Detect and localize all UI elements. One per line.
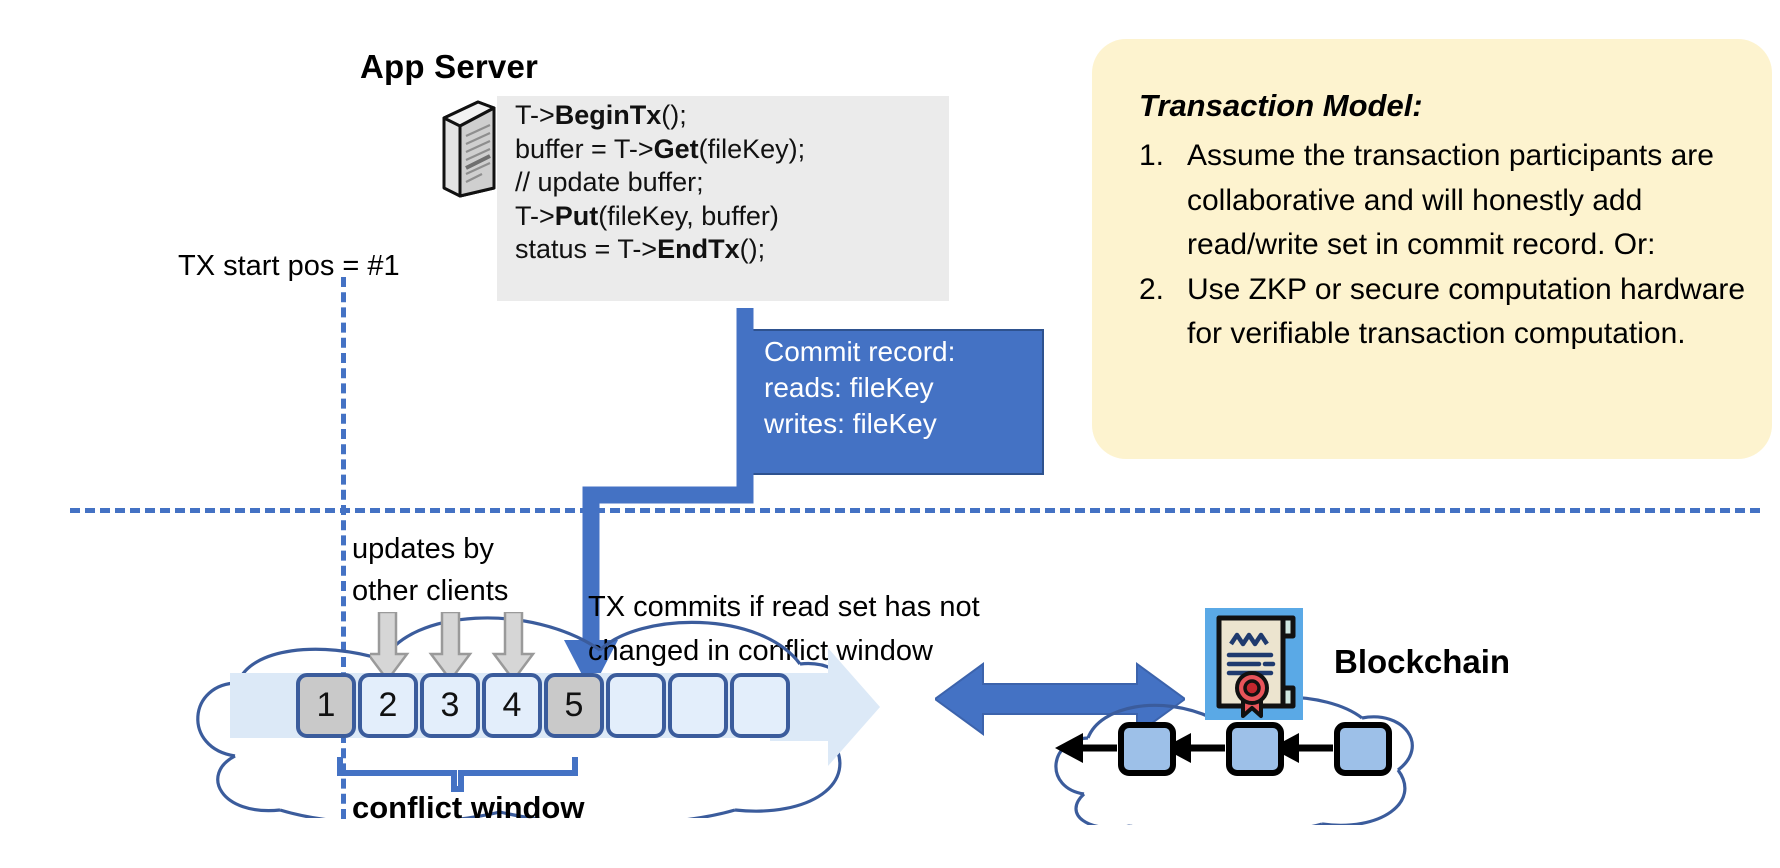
updates-label-line2: other clients bbox=[352, 575, 509, 607]
commit-record-title: Commit record: bbox=[764, 336, 956, 367]
commit-record-reads: reads: fileKey bbox=[764, 372, 934, 403]
log-cell[interactable] bbox=[668, 673, 728, 738]
commit-flow-arrow bbox=[555, 300, 815, 700]
log-cell[interactable] bbox=[606, 673, 666, 738]
log-cell[interactable]: 4 bbox=[482, 673, 542, 738]
log-cell[interactable]: 1 bbox=[296, 673, 356, 738]
commit-record-writes: writes: fileKey bbox=[764, 408, 937, 439]
code-line: T->Put(fileKey, buffer) bbox=[515, 200, 779, 231]
server-icon bbox=[438, 96, 500, 201]
log-cell[interactable] bbox=[730, 673, 790, 738]
transaction-model-list: 1. Assume the transaction participants a… bbox=[1139, 134, 1759, 357]
transaction-model-callout bbox=[1092, 39, 1772, 459]
app-server-title: App Server bbox=[360, 48, 539, 85]
updates-by-other-clients-label: updates by other clients bbox=[352, 528, 508, 612]
code-line: // update buffer; bbox=[515, 167, 704, 197]
log-cells: 1 2 3 4 5 bbox=[296, 673, 816, 739]
list-item: 1. Assume the transaction participants a… bbox=[1139, 134, 1759, 268]
list-item-number: 1. bbox=[1139, 139, 1165, 172]
log-cell[interactable]: 3 bbox=[420, 673, 480, 738]
code-line: status = T->EndTx(); bbox=[515, 234, 766, 264]
code-line: T->BeginTx(); bbox=[515, 100, 687, 130]
log-cell[interactable]: 5 bbox=[544, 673, 604, 738]
code-block: T->BeginTx(); buffer = T->Get(fileKey); … bbox=[515, 99, 955, 267]
commit-condition-line1: TX commits if read set has not bbox=[588, 591, 980, 623]
blockchain-link-arrows bbox=[1055, 728, 1385, 768]
blockchain-block[interactable] bbox=[1226, 722, 1284, 776]
certificate-icon bbox=[1205, 608, 1303, 720]
log-cell[interactable]: 2 bbox=[358, 673, 418, 738]
code-block-background bbox=[497, 96, 949, 301]
blockchain-block[interactable] bbox=[1334, 722, 1392, 776]
list-item-text: Use ZKP or secure computation hardware f… bbox=[1187, 272, 1746, 351]
other-client-update-arrows bbox=[365, 610, 620, 683]
list-item: 2. Use ZKP or secure computation hardwar… bbox=[1139, 268, 1759, 357]
updates-label-line1: updates by bbox=[352, 533, 494, 565]
blockchain-title: Blockchain bbox=[1334, 643, 1511, 680]
conflict-window-label: conflict window bbox=[352, 790, 585, 825]
commit-record-text: Commit record: reads: fileKey writes: fi… bbox=[764, 334, 1044, 442]
list-item-text: Assume the transaction participants are … bbox=[1187, 139, 1714, 261]
log-continues-arrow bbox=[770, 648, 880, 766]
tx-commit-condition-label: TX commits if read set has not changed i… bbox=[588, 585, 980, 673]
conflict-window-brace bbox=[336, 755, 586, 795]
horizontal-dashed-divider bbox=[70, 508, 1760, 513]
tx-start-pos-label: TX start pos = #1 bbox=[178, 250, 400, 282]
list-item-number: 2. bbox=[1139, 272, 1165, 306]
commit-condition-line2: changed in conflict window bbox=[588, 635, 933, 667]
code-line: buffer = T->Get(fileKey); bbox=[515, 133, 806, 164]
tx-start-dashed-line bbox=[341, 277, 346, 819]
transaction-model-title: Transaction Model: bbox=[1139, 88, 1423, 123]
blockchain-block[interactable] bbox=[1118, 722, 1176, 776]
commit-record-box bbox=[745, 329, 1044, 475]
